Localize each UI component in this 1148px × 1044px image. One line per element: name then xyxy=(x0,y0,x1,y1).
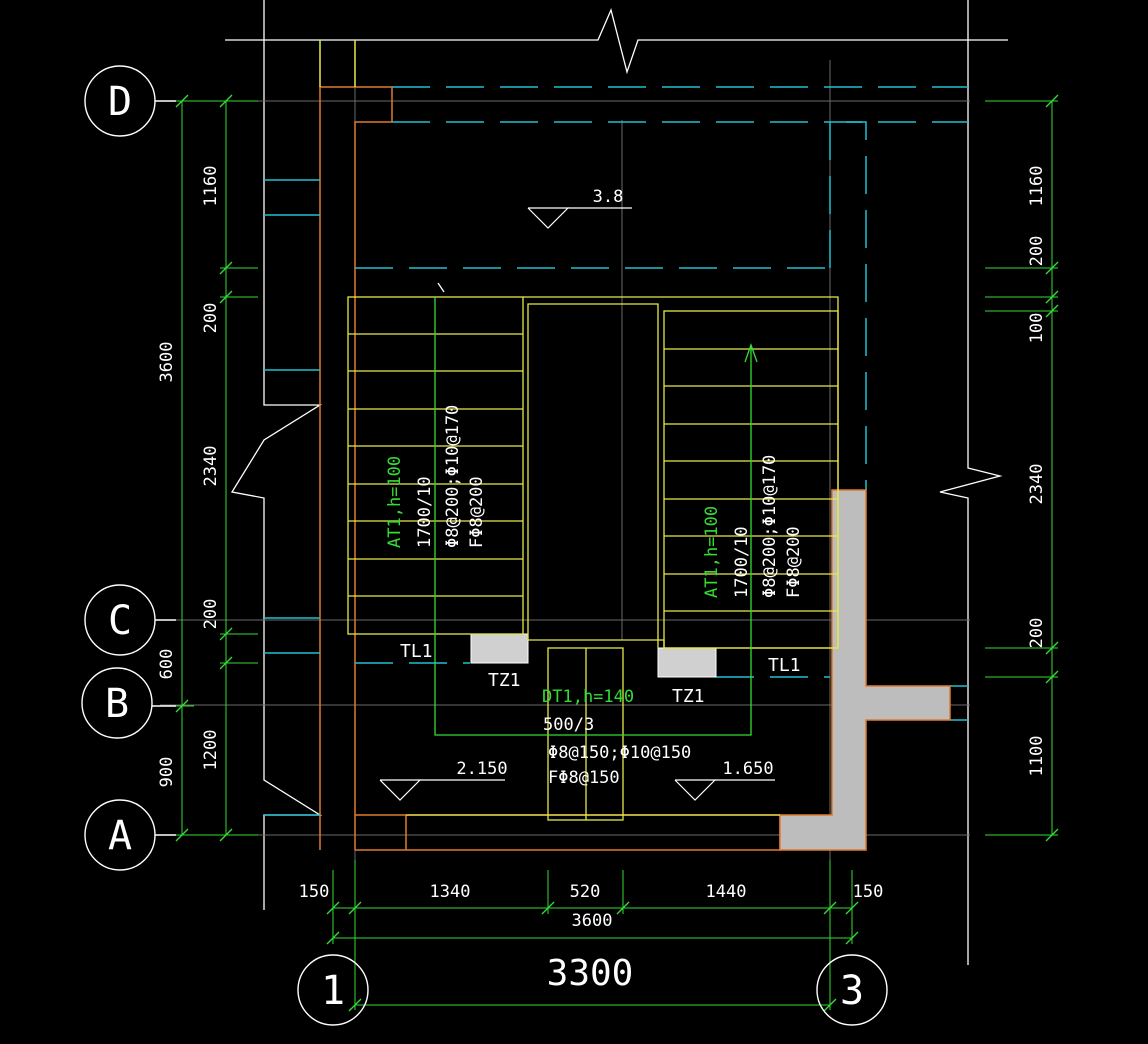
left-dim-1200: 1200 xyxy=(201,730,221,771)
dimension-ticks xyxy=(175,94,1059,1012)
column-label-right: TZ1 xyxy=(672,686,705,707)
elevation-right-landing: 1.650 xyxy=(722,759,773,779)
t-wall xyxy=(779,489,951,851)
axis-label-c: C xyxy=(108,598,132,644)
beam-label-left: TL1 xyxy=(400,641,433,662)
top-break-line xyxy=(225,8,1008,75)
flight-left-name: AT1,h=100 xyxy=(385,456,405,548)
left-wall xyxy=(319,86,393,850)
column-label-left: TZ1 xyxy=(488,670,521,691)
landing-slab-steps: 500/3 xyxy=(543,715,594,735)
flight-right-bottom-rebar: FΦ8@200 xyxy=(784,526,804,598)
flight-right-steps: 1700/10 xyxy=(732,526,752,598)
flight-left-top-rebar: Φ8@200;Φ10@170 xyxy=(443,405,463,548)
bottom-dim-1340: 1340 xyxy=(430,882,471,902)
left-dim-200b: 200 xyxy=(201,599,221,630)
left-dim-900: 900 xyxy=(157,757,177,788)
bottom-dim-150-right: 150 xyxy=(853,882,884,902)
bottom-dim-520: 520 xyxy=(570,882,601,902)
left-dim-3600: 3600 xyxy=(157,342,177,383)
right-dim-100: 100 xyxy=(1027,313,1047,344)
axis-label-1: 1 xyxy=(321,968,345,1014)
left-dim-600: 600 xyxy=(157,649,177,680)
wall-ticks xyxy=(264,179,968,816)
right-dim-200b: 200 xyxy=(1027,618,1047,649)
left-dim-200a: 200 xyxy=(201,303,221,334)
bottom-dim-3300: 3300 xyxy=(547,953,634,994)
landing-slab-bottom-rebar: FΦ8@150 xyxy=(548,768,620,788)
right-break-line xyxy=(939,0,1003,965)
right-dim-200a: 200 xyxy=(1027,236,1047,267)
axis-label-d: D xyxy=(108,79,132,125)
column-tz1-right xyxy=(657,647,717,678)
dimension-lines xyxy=(176,100,1058,1010)
landing-slab-name: DT1,h=140 xyxy=(542,687,634,707)
flight-left-bottom-rebar: FΦ8@200 xyxy=(467,476,487,548)
structural-columns xyxy=(470,489,951,851)
column-tz1-left xyxy=(470,633,529,664)
left-break-line xyxy=(230,0,323,910)
axis-grid xyxy=(160,60,970,960)
axis-label-3: 3 xyxy=(840,968,864,1014)
left-dim-2340: 2340 xyxy=(201,446,221,487)
walking-line xyxy=(434,282,758,736)
right-dim-1100: 1100 xyxy=(1027,736,1047,777)
landing-slab-top-rebar: Φ8@150;Φ10@150 xyxy=(548,743,691,763)
elevation-top: 3.8 xyxy=(593,187,624,207)
hidden-beams xyxy=(355,86,968,678)
axis-label-a: A xyxy=(108,813,132,859)
elevation-left-landing: 2.150 xyxy=(456,759,507,779)
elevation-markers xyxy=(379,207,775,801)
flight-left-steps: 1700/10 xyxy=(415,476,435,548)
flight-right-name: AT1,h=100 xyxy=(702,506,722,598)
bottom-dim-3600: 3600 xyxy=(572,911,613,931)
bottom-dim-150-left: 150 xyxy=(299,882,330,902)
left-dim-1160: 1160 xyxy=(201,166,221,207)
flight-left-annotation: AT1,h=100 1700/10 Φ8@200;Φ10@170 FΦ8@200 xyxy=(385,405,487,548)
axis-bubbles xyxy=(81,65,888,1026)
bottom-dim-1440: 1440 xyxy=(706,882,747,902)
axis-label-b: B xyxy=(105,681,129,727)
flight-right-annotation: AT1,h=100 1700/10 Φ8@200;Φ10@170 FΦ8@200 xyxy=(702,455,804,598)
right-dim-1160: 1160 xyxy=(1027,166,1047,207)
beam-label-right: TL1 xyxy=(768,655,801,676)
flight-right-top-rebar: Φ8@200;Φ10@170 xyxy=(760,455,780,598)
right-dim-2340: 2340 xyxy=(1027,464,1047,505)
